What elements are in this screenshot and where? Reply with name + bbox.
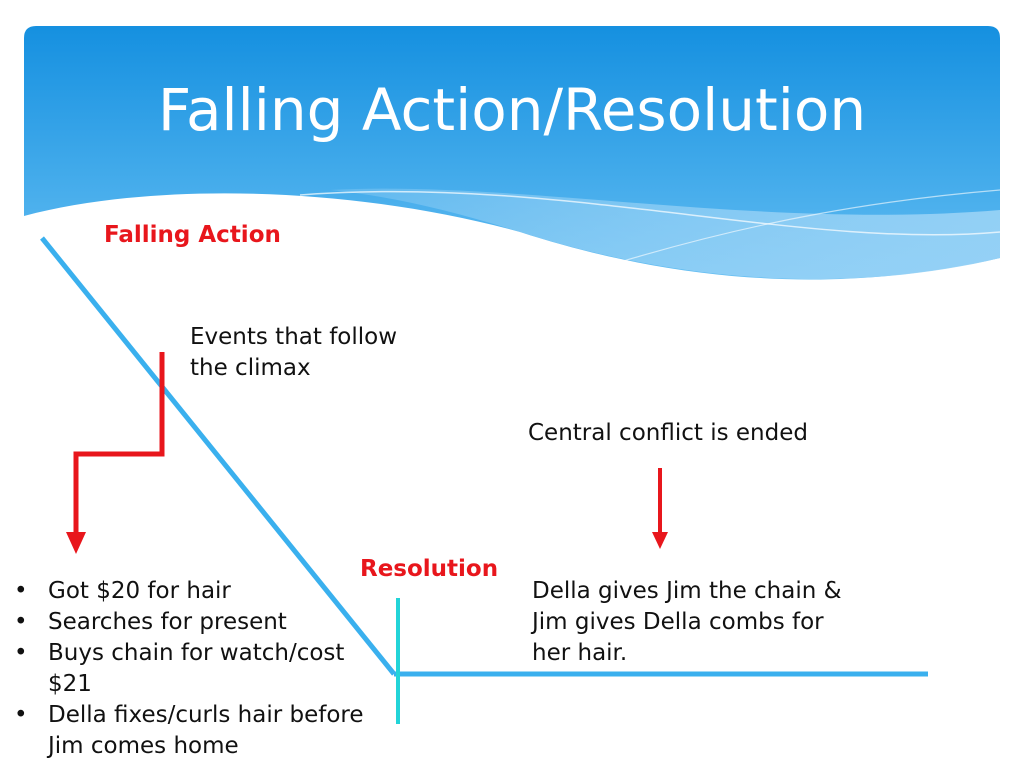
header-wave-line-1 (299, 190, 1001, 236)
conflict-note: Central conflict is ended (528, 420, 808, 446)
conflict-arrow-icon (652, 532, 668, 549)
header-banner (24, 26, 1001, 280)
list-item: Got $20 for hair (14, 576, 394, 607)
header-wave-light (330, 188, 1000, 280)
page-title: Falling Action/Resolution (157, 76, 867, 144)
falling-action-arrow-icon (66, 532, 86, 554)
list-item: Searches for present (14, 607, 394, 638)
falling-action-label: Falling Action (104, 222, 281, 248)
header-wave-line-2 (619, 189, 1001, 263)
falling-action-description: Events that follow the climax (190, 324, 398, 381)
falling-action-connector (73, 352, 165, 540)
list-item: Della fixes/curls hair before Jim comes … (14, 700, 394, 762)
falling-action-events-list: Got $20 for hair Searches for present Bu… (14, 576, 394, 762)
list-item: Buys chain for watch/cost $21 (14, 638, 394, 700)
resolution-outcome: Della gives Jim the chain & Jim gives De… (532, 578, 842, 666)
